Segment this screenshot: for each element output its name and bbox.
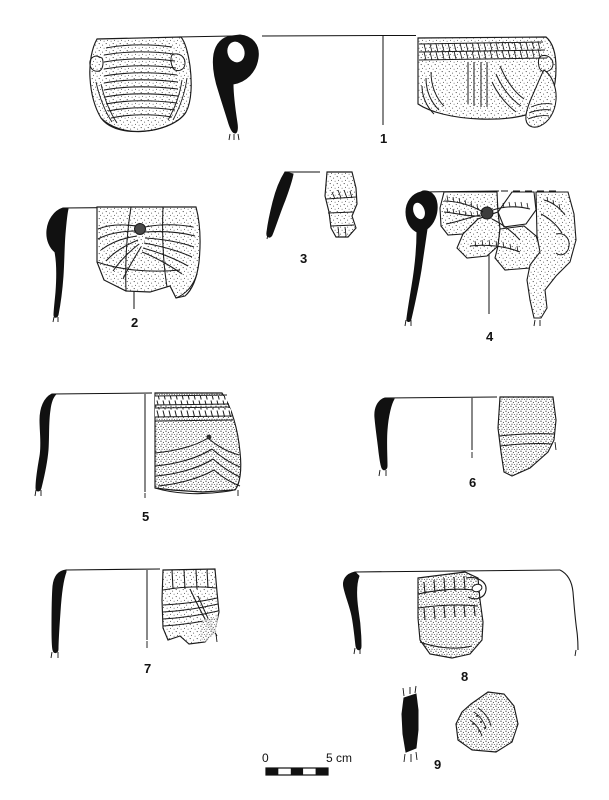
scale-segment <box>266 768 279 775</box>
scale-segment <box>303 768 316 775</box>
figure-4-sherd <box>439 191 577 327</box>
figure-4-lug-handle-profile <box>404 190 438 327</box>
scale-segment <box>315 768 328 775</box>
figure-5 <box>34 392 242 498</box>
figure-3-sherd <box>324 171 358 238</box>
figure-1-left-sherd <box>89 36 192 133</box>
figure-3 <box>266 171 358 240</box>
figure-label-5: 5 <box>142 509 150 524</box>
scale-bar-outline <box>265 767 329 776</box>
figure-7-rim-line <box>65 568 161 640</box>
figure-2 <box>46 206 201 323</box>
figure-7 <box>50 568 220 659</box>
figure-8-vessel-contour <box>559 569 579 657</box>
figure-6-rim-line <box>384 396 498 450</box>
figure-label-3: 3 <box>300 251 308 266</box>
scale-segment <box>278 768 291 775</box>
figure-5-rim-line <box>51 392 153 492</box>
figure-label-7: 7 <box>144 661 152 676</box>
figure-1 <box>89 34 557 141</box>
figure-1-right-sherd <box>417 36 557 128</box>
figure-label-6: 6 <box>469 475 477 490</box>
figure-3-wall-profile <box>266 171 294 240</box>
figure-8 <box>343 569 579 659</box>
figure-7-rim-profile <box>50 569 67 659</box>
figure-6-sherd <box>471 396 557 477</box>
figure-2-rim-profile <box>46 207 69 323</box>
figure-5-rim-profile <box>34 393 58 497</box>
figure-9-wall-profile <box>401 685 419 763</box>
figure-1-lug-handle-profile <box>212 34 259 141</box>
scale-bar <box>265 767 329 776</box>
figure-9-sherd <box>455 691 519 753</box>
scale-start-label: 0 <box>262 751 269 765</box>
figure-6-rim-profile <box>374 397 395 477</box>
figure-1-rim-line <box>177 34 416 125</box>
figure-2-sherd <box>96 206 201 299</box>
figure-label-1: 1 <box>380 131 388 146</box>
figure-8-sherd <box>417 571 487 659</box>
figure-label-8: 8 <box>461 669 469 684</box>
figure-label-2: 2 <box>131 315 139 330</box>
scale-segment <box>290 768 304 775</box>
figure-5-sherd <box>144 392 242 498</box>
figure-label-4: 4 <box>486 329 494 344</box>
figure-label-9: 9 <box>434 757 442 772</box>
figure-4 <box>404 190 577 327</box>
figure-8-rim-line <box>354 569 561 573</box>
figure-8-rim-profile <box>343 571 362 655</box>
figure-6 <box>374 396 557 477</box>
scale-end-label: 5 cm <box>326 751 353 765</box>
figure-7-sherd <box>146 568 220 648</box>
figure-9 <box>401 685 519 763</box>
